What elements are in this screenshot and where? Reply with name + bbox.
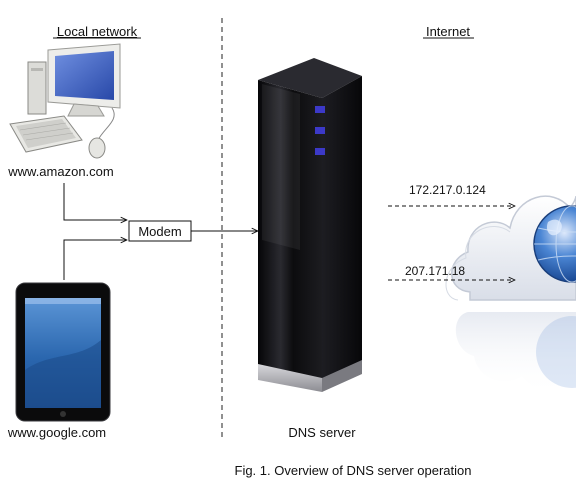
server-led-2: [315, 127, 325, 134]
dns-server-label: DNS server: [288, 425, 356, 440]
tablet-icon: [15, 282, 111, 422]
ip-address-1: 172.217.0.124: [409, 183, 486, 197]
amazon-to-modem-line: [63, 183, 127, 220]
desktop-computer-icon: [9, 43, 121, 159]
amazon-label: www.amazon.com: [7, 164, 113, 179]
local-network-heading: Local network: [57, 24, 138, 39]
modem-box: Modem: [128, 220, 192, 242]
google-label: www.google.com: [7, 425, 106, 440]
cloud-globe-icon: [445, 195, 576, 397]
ip-address-2: 207.171.18: [405, 264, 465, 278]
figure-caption: Fig. 1. Overview of DNS server operation: [235, 463, 472, 478]
server-led-1: [315, 106, 325, 113]
server-led-3: [315, 148, 325, 155]
internet-heading: Internet: [426, 24, 470, 39]
modem-label: Modem: [138, 224, 181, 239]
server-tower-icon: [258, 58, 362, 392]
google-to-modem-line: [63, 240, 127, 280]
